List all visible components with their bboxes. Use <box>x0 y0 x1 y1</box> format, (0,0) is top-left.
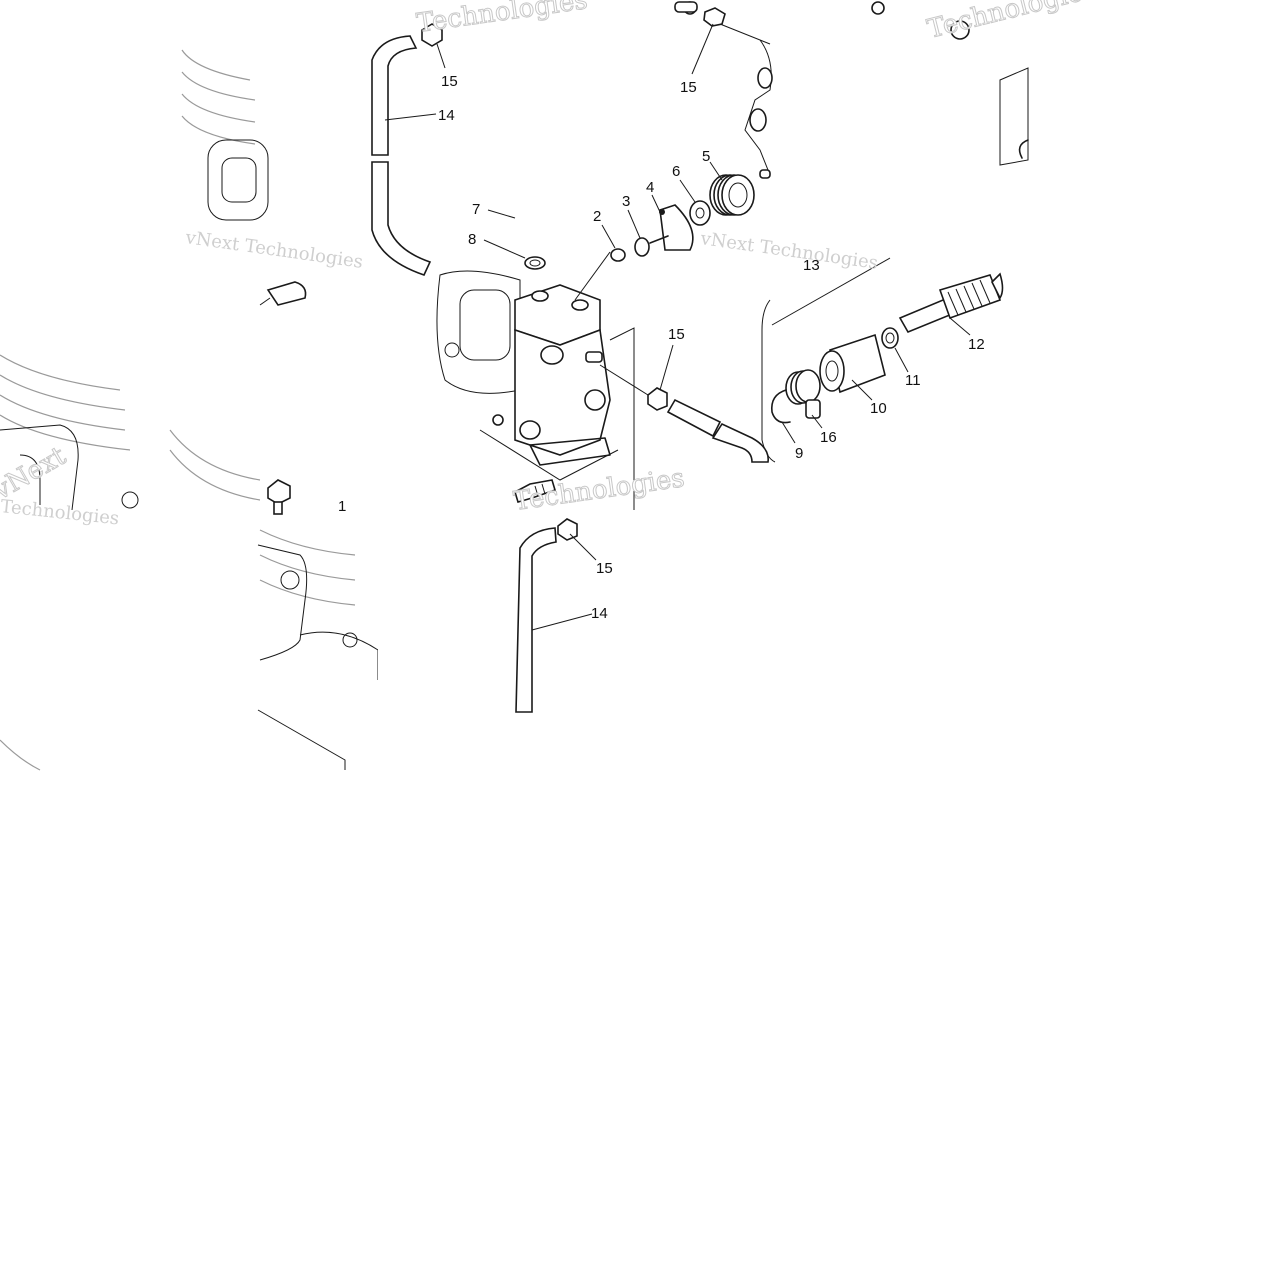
callout-15: 15 <box>441 73 458 90</box>
callout-5: 5 <box>702 148 710 165</box>
callout-4: 4 <box>646 179 654 196</box>
washer-2 <box>610 248 626 262</box>
oil-hose-lower <box>515 527 557 713</box>
spring-16 <box>785 369 821 419</box>
callout-15: 15 <box>680 79 697 96</box>
watermark-tech-top: Technologies <box>415 0 590 39</box>
callout-labels: 15 14 15 7 8 2 3 4 6 5 13 15 12 11 10 16… <box>338 73 985 622</box>
hose-clamp-d <box>557 518 578 541</box>
oil-pump-body <box>479 284 635 510</box>
watermark-vnext-right: vNext Technologies <box>698 228 879 274</box>
callout-15: 15 <box>596 560 613 577</box>
nipple-fitting-left <box>259 281 307 306</box>
callout-14: 14 <box>591 605 608 622</box>
callout-1: 1 <box>338 498 346 515</box>
callout-12: 12 <box>968 336 985 353</box>
bolt-1 <box>267 479 291 515</box>
washer-6 <box>689 200 711 226</box>
washer-11 <box>881 327 899 349</box>
watermark-tech-lower-left: Technologies <box>0 496 120 529</box>
hose-clamp-c <box>599 364 668 411</box>
plate-4 <box>659 204 694 251</box>
oil-hose-upper <box>371 35 432 276</box>
watermark-tech-center: Technologies <box>512 463 687 517</box>
hose-clamp-b <box>674 1 771 45</box>
callout-11: 11 <box>905 372 921 389</box>
pump-housing-outline <box>436 270 521 394</box>
pin-and-washer-3 <box>634 235 669 257</box>
leader-lines <box>384 23 971 631</box>
watermark-vnext-left: vNext Technologies <box>183 227 364 273</box>
callout-3: 3 <box>622 193 630 210</box>
callout-9: 9 <box>795 445 803 462</box>
engine-block-lower <box>0 429 379 771</box>
housing-frame-right <box>761 257 891 463</box>
callout-15: 15 <box>668 326 685 343</box>
callout-8: 8 <box>468 231 476 248</box>
bushing-10 <box>819 333 886 394</box>
o-ring-8 <box>524 256 546 270</box>
drive-spring <box>709 169 771 216</box>
oil-hose-lower-right <box>666 398 769 463</box>
callout-16: 16 <box>820 429 837 446</box>
bolt-pump-mount <box>514 479 556 503</box>
callout-6: 6 <box>672 163 680 180</box>
callout-14: 14 <box>438 107 455 124</box>
engine-block-mid-left <box>0 354 139 511</box>
callout-7: 7 <box>472 201 480 218</box>
engine-block-upper-left <box>181 49 269 221</box>
callout-13: 13 <box>803 257 820 274</box>
drive-gear-shaft <box>898 272 1004 334</box>
callout-10: 10 <box>870 400 887 417</box>
callout-2: 2 <box>593 208 601 225</box>
hose-clamp-a <box>421 23 443 47</box>
